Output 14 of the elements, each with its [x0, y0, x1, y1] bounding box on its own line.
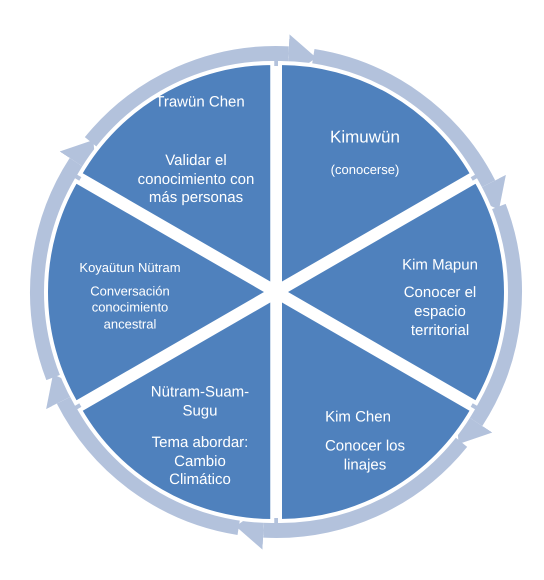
- segment-description: Conversación conocimiento ancestral: [89, 284, 171, 332]
- segment-title: Nütram-Suam-Sugu: [150, 383, 250, 421]
- cycle-arrow: [310, 49, 506, 210]
- segment-description: Conocer los linajes: [324, 437, 406, 475]
- segment-description: Conocer el espacio territorial: [402, 284, 478, 340]
- segment-description: Validar el conocimiento con más personas: [136, 152, 256, 208]
- segment-title: Koyaütun Nütram: [78, 260, 182, 276]
- segment-title: Kim Mapun: [401, 256, 479, 276]
- segment-description: Tema abordar: Cambio Climático: [150, 434, 250, 490]
- segment-title: Trawün Chen: [154, 94, 246, 112]
- cycle-arrow: [46, 374, 242, 535]
- segment-title: Kim Chen: [324, 408, 392, 428]
- segment-title: Kimuwün: [329, 126, 401, 148]
- segment-description: (conocerse): [330, 162, 400, 178]
